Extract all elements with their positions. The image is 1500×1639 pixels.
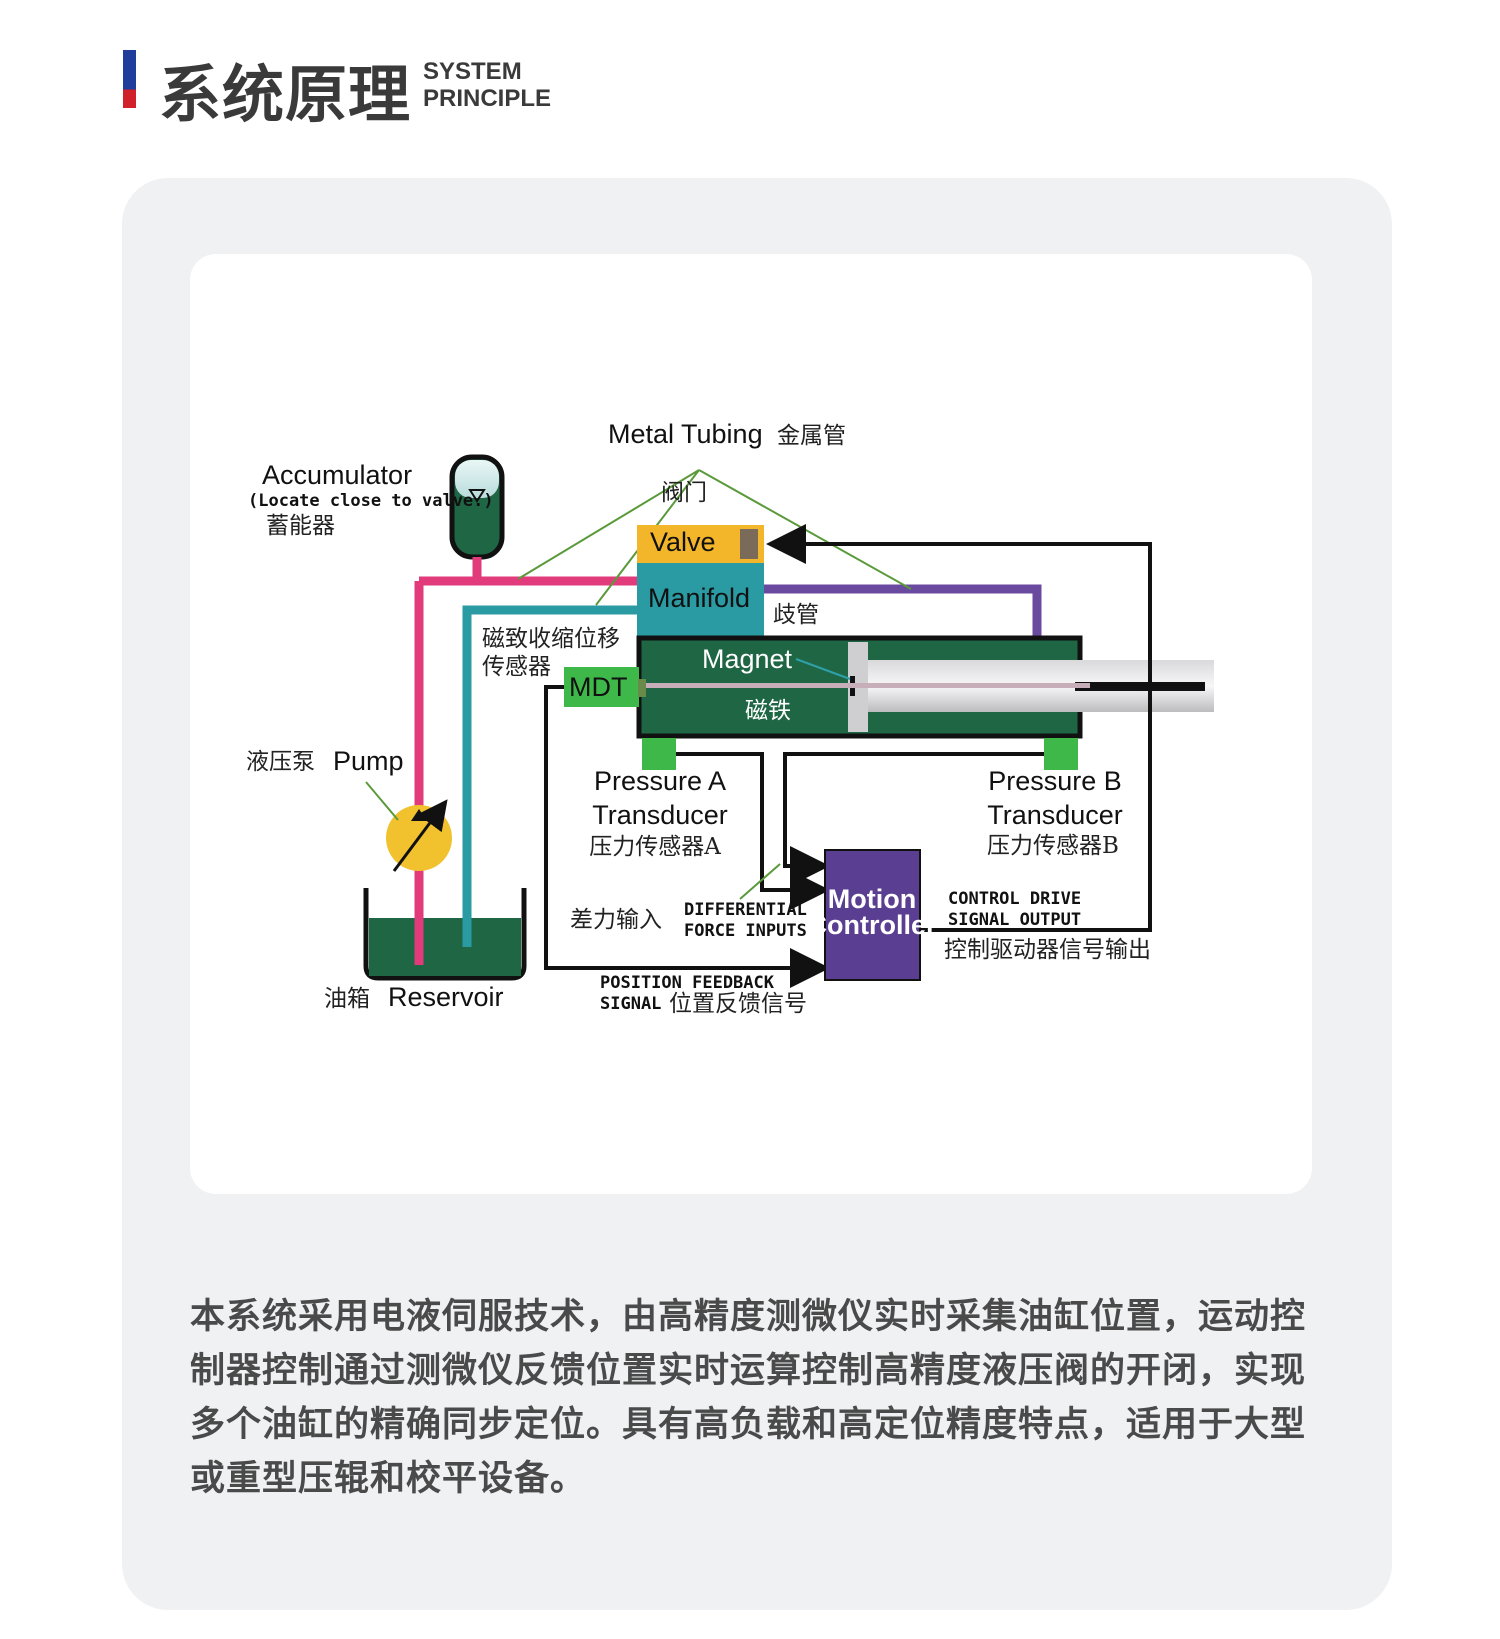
- mdt-waveguide: [642, 683, 1090, 688]
- mdt-label: MDT: [569, 672, 627, 702]
- mdt-flange: [638, 679, 646, 697]
- manifold-label-cn: 歧管: [773, 602, 819, 628]
- reservoir-fluid: [369, 918, 521, 976]
- pressure-b-label-cn: 压力传感器B: [987, 833, 1119, 859]
- mdt-label-cn-line1: 磁致收缩位移: [482, 626, 620, 652]
- controller-line1: Motion: [828, 884, 916, 914]
- diagram-card: Valve Manifold MDT Magnet 磁铁: [190, 254, 1312, 1194]
- system-diagram: Valve Manifold MDT Magnet 磁铁: [246, 419, 1214, 1017]
- pump-pointer: [365, 781, 399, 821]
- differential-pointer: [739, 863, 781, 900]
- description-text: 本系统采用电液伺服技术，由高精度测微仪实时采集油缸位置，运动控制器控制通过测微仪…: [190, 1297, 1307, 1499]
- rod-bore: [1075, 682, 1205, 691]
- title-en-line2: PRINCIPLE: [423, 85, 552, 112]
- section-title-en: SYSTEM PRINCIPLE: [423, 58, 551, 112]
- metal-tubing-label-cn: 金属管: [777, 423, 846, 449]
- feedback-label-cn: 位置反馈信号: [669, 991, 807, 1017]
- position-feedback-wire: [544, 685, 830, 988]
- content-panel: Valve Manifold MDT Magnet 磁铁: [122, 178, 1392, 1610]
- pump-label-cn: 液压泵: [246, 749, 315, 775]
- pressure-b-transducer: [1044, 738, 1078, 770]
- controller-line2: Controller: [807, 910, 936, 940]
- differential-label-line2: FORCE INPUTS: [684, 921, 807, 941]
- pump-variable-arrow: [392, 799, 448, 872]
- accumulator-label: Accumulator: [262, 460, 412, 490]
- magnet-label-cn: 磁铁: [745, 698, 791, 724]
- control-output-line2: SIGNAL OUTPUT: [948, 910, 1081, 930]
- pump-flow-triangle: [411, 809, 427, 821]
- reservoir-tank: [363, 888, 527, 981]
- feedback-label-line2: SIGNAL: [600, 994, 661, 1014]
- section-title: 系统原理: [159, 58, 412, 131]
- mdt-sensor: [564, 667, 639, 707]
- feedback-label-line1: POSITION FEEDBACK: [600, 973, 775, 993]
- magnet-label: Magnet: [702, 644, 793, 674]
- pressure-b-label-line1: Pressure B: [988, 766, 1122, 796]
- reservoir-label: Reservoir: [388, 982, 504, 1012]
- mdt-label-cn-line2: 传感器: [482, 654, 551, 680]
- b-side-line: [764, 584, 1042, 636]
- manifold-block: [637, 563, 764, 636]
- reservoir-label-cn: 油箱: [324, 986, 370, 1012]
- pressure-line: [414, 557, 637, 965]
- differential-label-cn: 差力输入: [570, 907, 662, 933]
- accumulator-label-cn: 蓄能器: [266, 513, 335, 539]
- motion-controller: [824, 849, 921, 981]
- control-output-line1: CONTROL DRIVE: [948, 889, 1081, 909]
- title-en-line1: SYSTEM: [423, 58, 522, 85]
- accumulator-note: (Locate close to valve.): [248, 491, 494, 511]
- differential-label-line1: DIFFERENTIAL: [684, 900, 807, 920]
- accent-bar: [123, 50, 136, 108]
- control-drive-wire: [766, 524, 1152, 932]
- pressure-b-signal-wire: [783, 752, 1044, 886]
- pressure-a-label-line2: Transducer: [592, 800, 728, 830]
- control-output-label-cn: 控制驱动器信号输出: [944, 937, 1151, 963]
- valve-label-cn: 阀门: [661, 480, 707, 506]
- pressure-a-transducer: [642, 738, 676, 770]
- pressure-a-label-line1: Pressure A: [594, 766, 726, 796]
- valve-solenoid: [740, 529, 758, 559]
- pressure-b-label-line2: Transducer: [987, 800, 1123, 830]
- pump-label: Pump: [333, 746, 404, 776]
- manifold-label: Manifold: [648, 583, 750, 613]
- pressure-a-signal-wire: [676, 752, 830, 910]
- metal-tubing-label: Metal Tubing: [608, 419, 763, 449]
- pressure-a-label-cn: 压力传感器A: [589, 834, 721, 860]
- return-line: [462, 605, 637, 947]
- valve-label: Valve: [650, 527, 716, 557]
- magnet-pointer: [795, 658, 851, 680]
